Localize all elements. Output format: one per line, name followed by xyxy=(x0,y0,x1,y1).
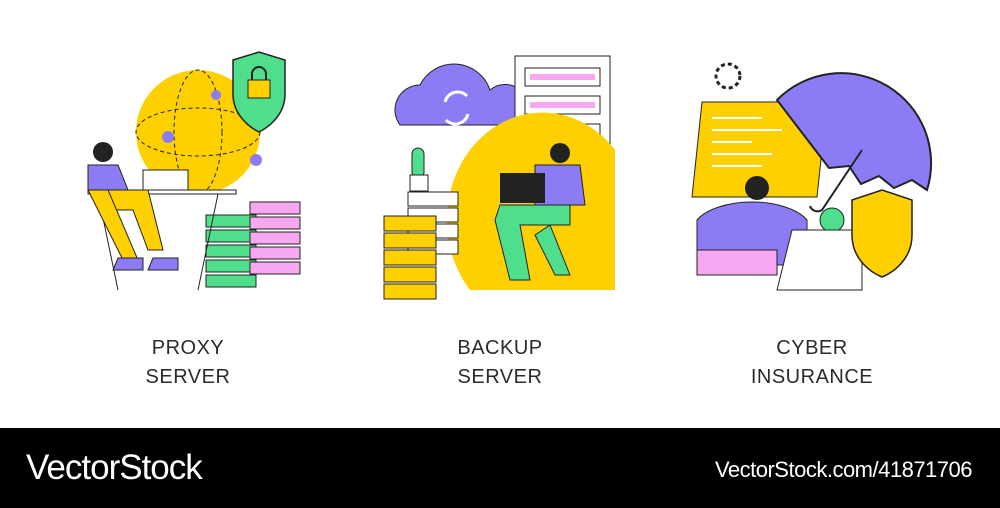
proxy-server-illustration xyxy=(58,40,318,300)
title-line-1: PROXY xyxy=(151,337,225,359)
brand-logo: VectorStock xyxy=(26,448,203,487)
backup-server-illustration xyxy=(370,40,630,300)
server-rack-pink xyxy=(249,201,301,275)
title-line-1: CYBER xyxy=(776,337,848,359)
shield-icon xyxy=(851,189,913,278)
panel-title-backup-server: BACKUP SERVER xyxy=(370,334,630,392)
title-line-2: SERVER xyxy=(145,366,231,388)
cyber-insurance-illustration xyxy=(682,40,942,300)
sync-icon xyxy=(443,90,470,126)
title-line-1: BACKUP xyxy=(457,337,543,359)
gear-icon xyxy=(714,62,742,90)
footer-bar: VectorStock VectorStock.com/41871706 xyxy=(0,428,1000,508)
panel-title-cyber-insurance: CYBER INSURANCE xyxy=(682,334,942,392)
laptop-icon xyxy=(776,229,863,291)
laptop-icon xyxy=(500,173,545,203)
image-url: VectorStock.com/41871706 xyxy=(714,457,973,482)
panel-title-proxy-server: PROXY SERVER xyxy=(58,334,318,392)
umbrella-icon xyxy=(775,72,933,192)
server-stack-yellow xyxy=(383,215,437,300)
lock-icon xyxy=(247,79,271,99)
title-line-2: SERVER xyxy=(457,366,543,388)
cactus-icon xyxy=(409,147,429,192)
title-line-2: INSURANCE xyxy=(750,366,874,388)
globe-icon xyxy=(136,70,260,194)
cloud-icon xyxy=(394,63,529,126)
server-rack-green xyxy=(205,214,257,288)
